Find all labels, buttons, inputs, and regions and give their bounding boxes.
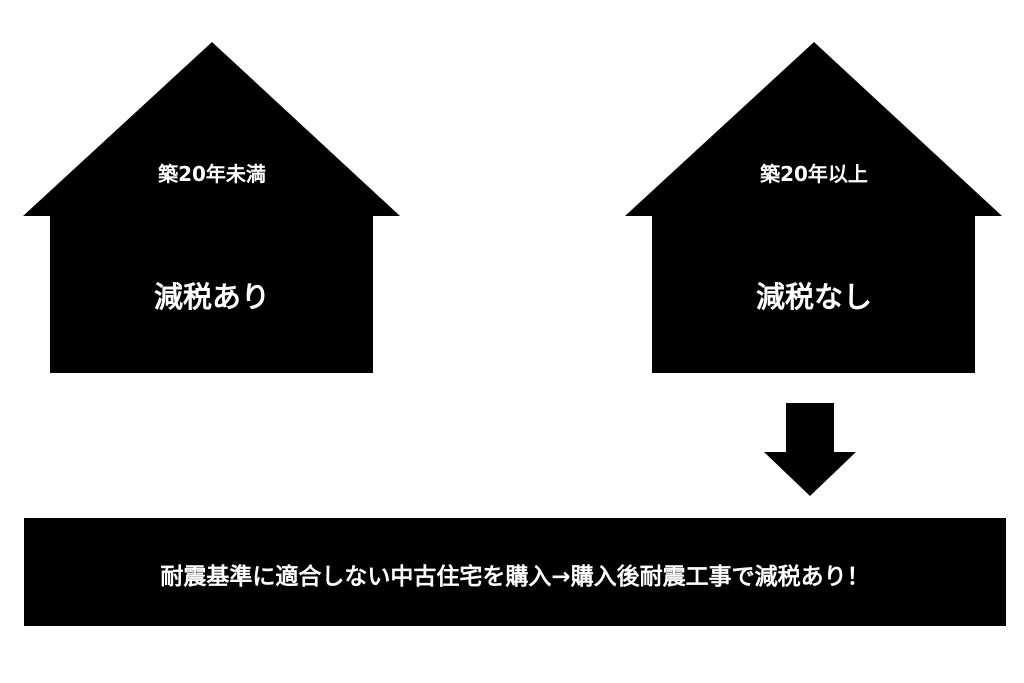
banner-label: 耐震基準に適合しない中古住宅を購入→購入後耐震工事で減税あり！ [160,564,870,590]
right-house-shape [625,42,1002,373]
left-house-shape [23,42,400,373]
left-house-result-label: 減税あり [153,280,270,314]
arrow-down-icon [764,403,856,496]
banner-box [24,518,1006,626]
left-house-age-label: 築20年未満 [158,162,266,186]
right-house-result-label: 減税なし [755,280,872,314]
right-house-age-label: 築20年以上 [760,162,868,186]
